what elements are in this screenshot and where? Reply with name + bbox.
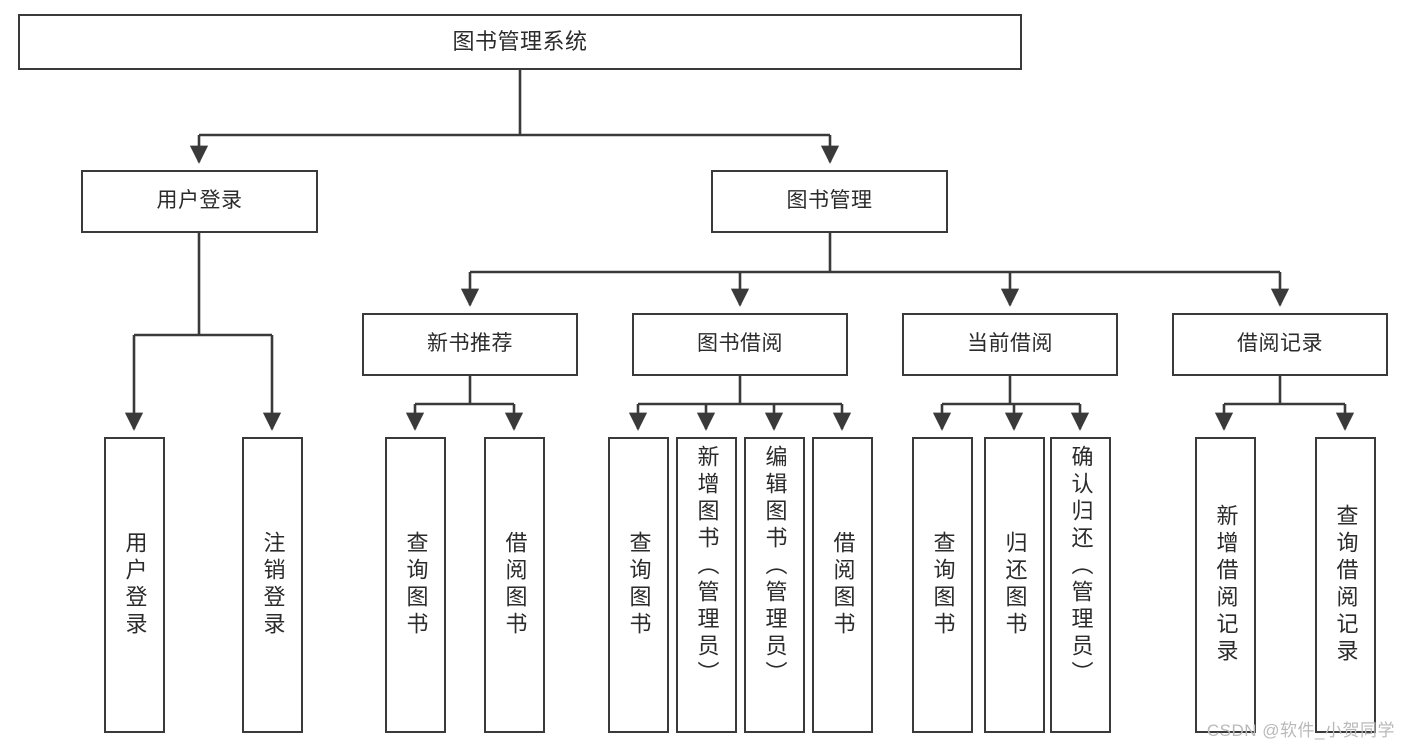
node-leaf-bb-edit-book[interactable]: 编辑图书（管理员） (744, 437, 805, 733)
node-book-manage[interactable]: 图书管理 (711, 170, 948, 233)
node-book-manage-label: 图书管理 (786, 189, 873, 213)
node-borrow-record[interactable]: 借阅记录 (1172, 313, 1388, 376)
node-leaf-br-add-record[interactable]: 新增借阅记录 (1195, 437, 1256, 733)
node-leaf-logout[interactable]: 注销登录 (242, 437, 303, 733)
node-leaf-bb-query-book-label: 查询图书 (626, 531, 652, 639)
node-new-book-recommend[interactable]: 新书推荐 (362, 313, 578, 376)
node-leaf-bb-query-book[interactable]: 查询图书 (608, 437, 669, 733)
node-leaf-bb-edit-book-label: 编辑图书（管理员） (762, 445, 788, 688)
node-leaf-nb-query-book-label: 查询图书 (403, 531, 429, 639)
node-user-login[interactable]: 用户登录 (81, 170, 318, 233)
node-leaf-user-login[interactable]: 用户登录 (104, 437, 165, 733)
node-leaf-cb-confirm-return[interactable]: 确认归还（管理员） (1050, 437, 1111, 733)
node-leaf-br-query-record-label: 查询借阅记录 (1333, 504, 1359, 666)
node-leaf-bb-borrow-book-label: 借阅图书 (830, 531, 856, 639)
node-root-label: 图书管理系统 (452, 29, 588, 55)
node-leaf-nb-query-book[interactable]: 查询图书 (385, 437, 446, 733)
node-user-login-label: 用户登录 (156, 189, 243, 213)
node-root[interactable]: 图书管理系统 (18, 14, 1022, 70)
node-leaf-logout-label: 注销登录 (260, 531, 286, 639)
node-leaf-nb-borrow-book-label: 借阅图书 (502, 531, 528, 639)
node-current-borrow[interactable]: 当前借阅 (902, 313, 1118, 376)
node-leaf-cb-return-book[interactable]: 归还图书 (984, 437, 1045, 733)
node-current-borrow-label: 当前借阅 (967, 332, 1053, 356)
node-leaf-cb-confirm-return-label: 确认归还（管理员） (1068, 445, 1094, 688)
node-leaf-br-query-record[interactable]: 查询借阅记录 (1315, 437, 1376, 733)
node-leaf-cb-query-book[interactable]: 查询图书 (912, 437, 973, 733)
node-leaf-nb-borrow-book[interactable]: 借阅图书 (484, 437, 545, 733)
node-book-borrow-label: 图书借阅 (697, 332, 783, 356)
node-leaf-bb-add-book[interactable]: 新增图书（管理员） (676, 437, 737, 733)
node-leaf-bb-borrow-book[interactable]: 借阅图书 (812, 437, 873, 733)
watermark: CSDN @软件_小贺同学 (1206, 721, 1395, 740)
node-leaf-br-add-record-label: 新增借阅记录 (1213, 504, 1239, 666)
node-new-book-recommend-label: 新书推荐 (427, 332, 513, 356)
node-borrow-record-label: 借阅记录 (1237, 332, 1323, 356)
node-leaf-bb-add-book-label: 新增图书（管理员） (694, 445, 720, 688)
node-book-borrow[interactable]: 图书借阅 (632, 313, 848, 376)
node-leaf-cb-return-book-label: 归还图书 (1002, 531, 1028, 639)
node-leaf-user-login-label: 用户登录 (122, 531, 148, 639)
node-leaf-cb-query-book-label: 查询图书 (930, 531, 956, 639)
